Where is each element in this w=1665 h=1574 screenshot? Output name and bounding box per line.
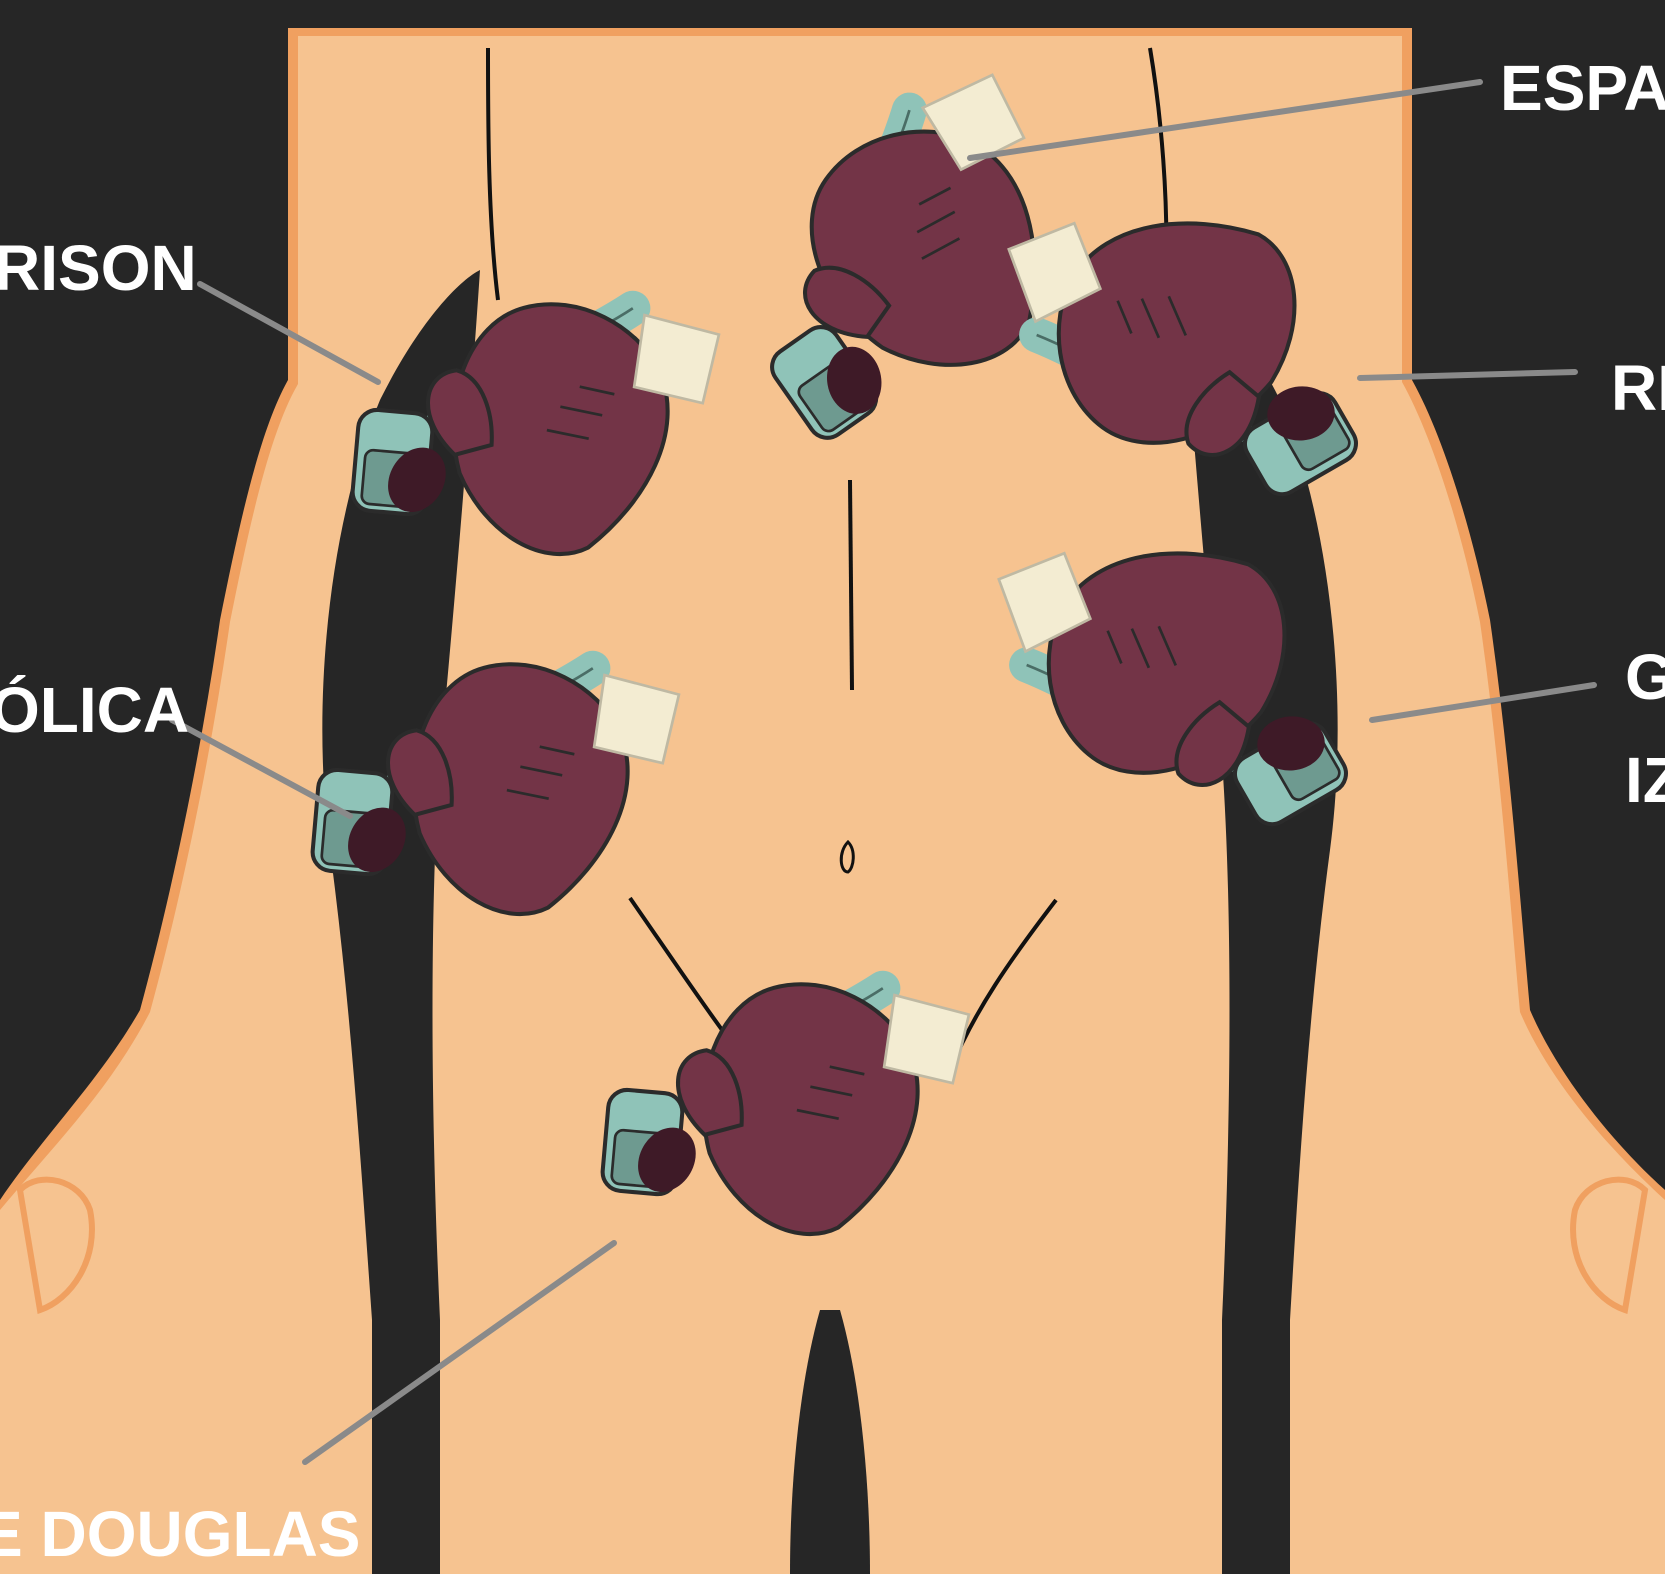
label-left-upper: RISON — [0, 236, 197, 300]
label-right-lower-line1: G — [1625, 645, 1665, 709]
label-right-lower-line2: IZ — [1625, 748, 1665, 812]
label-right-upper: RI — [1611, 356, 1665, 420]
label-bottom-left: E DOUGLAS — [0, 1502, 360, 1566]
label-left-middle: ÓLICA — [0, 678, 189, 742]
label-top-right: ESPAC — [1500, 56, 1665, 120]
